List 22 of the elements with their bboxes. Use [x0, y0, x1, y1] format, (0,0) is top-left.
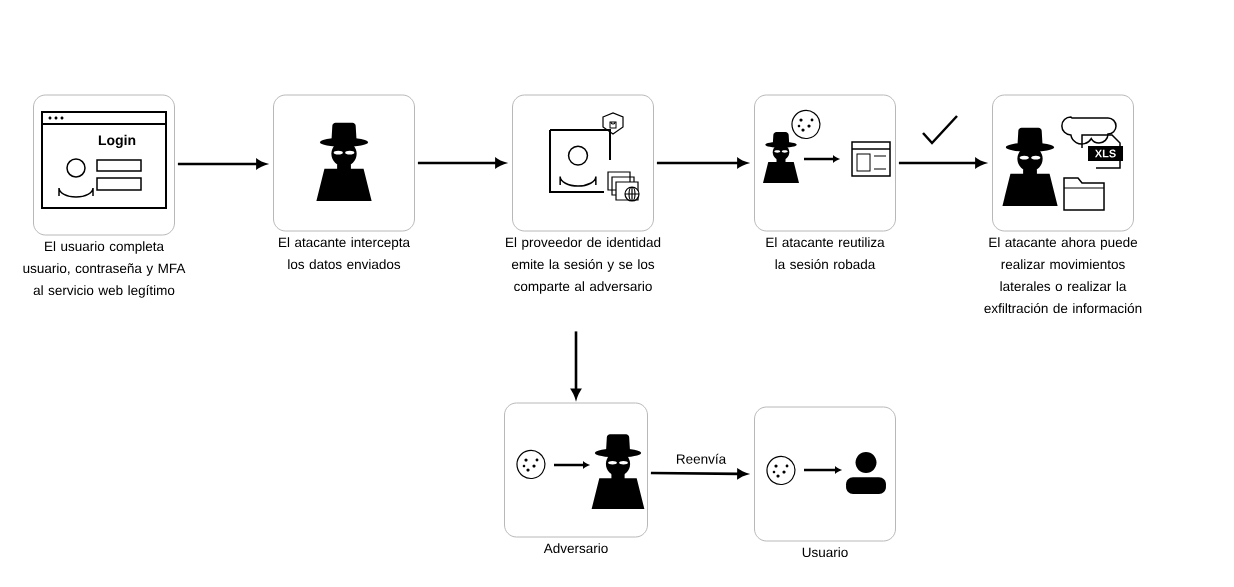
- step-caption: El atacante ahora puede realizar movimientos laterales o realizar la exfiltración de información: [984, 237, 1142, 314]
- step-caption: El usuario completa usuario, contraseña y MFA al servicio web legítimo: [23, 241, 186, 298]
- step-box: Login: [33, 94, 175, 236]
- step-box: [273, 94, 415, 232]
- step-box: [992, 94, 1134, 232]
- step-caption: El atacante reutiliza la sesión robada: [766, 237, 885, 270]
- arrow: [656, 158, 747, 168]
- step-box: [512, 94, 654, 232]
- arrow: [571, 331, 581, 399]
- exfiltration-drawing: XLS: [1002, 116, 1123, 211]
- arrow: [898, 158, 985, 168]
- step-box: [754, 94, 896, 232]
- step-caption: Usuario: [802, 547, 848, 558]
- edge-label: Reenvía: [674, 452, 728, 465]
- step-box: [754, 406, 896, 542]
- arrow: [417, 158, 505, 168]
- step-caption: El atacante intercepta los datos enviados: [279, 237, 411, 270]
- step-caption: Adversario: [543, 543, 608, 554]
- step-caption: El proveedor de identidad emite la sesión y se los comparte al adversario: [506, 237, 661, 294]
- arrow: [650, 469, 747, 479]
- step-box: [504, 402, 648, 538]
- arrow: [177, 159, 266, 169]
